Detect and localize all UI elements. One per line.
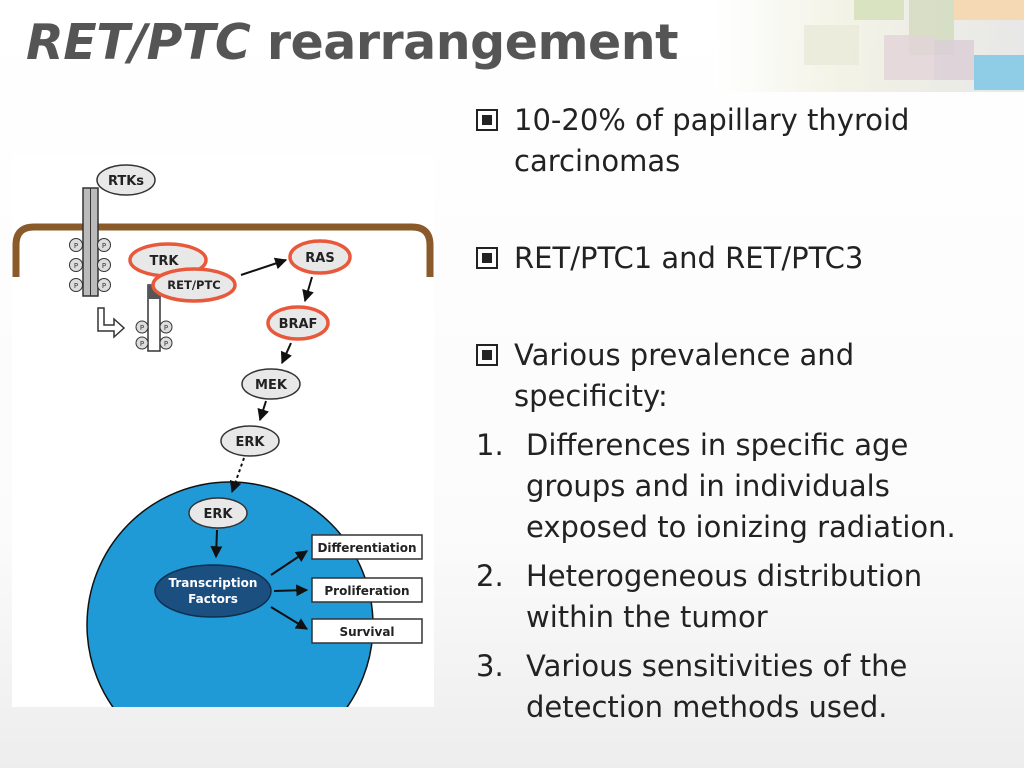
bullet-text: RET/PTC1 and RET/PTC3 [514, 241, 864, 275]
rtks-node [96, 164, 156, 196]
bullet-item: Various prevalence and specificity: [476, 335, 1006, 417]
erk-nucleus-node [188, 497, 248, 529]
numbered-item: 3. Various sensitivities of the detectio… [476, 646, 1006, 728]
title-rest: rearrangement [250, 14, 679, 71]
item-number: 2. [476, 559, 504, 593]
erk-cytoplasm-label: ERK [236, 435, 266, 450]
trk-label: TRK [150, 254, 180, 269]
survival-label: Survival [339, 625, 394, 639]
numbered-item: 1. Differences in specific age groups an… [476, 425, 1006, 548]
survival-box [311, 618, 423, 644]
numbered-list: 1. Differences in specific age groups an… [476, 425, 1006, 728]
mek-label: MEK [255, 378, 288, 393]
rtk-phospho-groups [69, 238, 111, 292]
bullet-text: Various prevalence and specificity: [514, 338, 855, 413]
braf-label: BRAF [279, 317, 318, 332]
item-number: 1. [476, 428, 504, 462]
phospho-label: P [74, 262, 78, 270]
phospho-label: P [74, 282, 78, 290]
header-decoration [694, 0, 1024, 92]
phospho-label: P [140, 340, 144, 348]
phospho-label: P [102, 262, 106, 270]
braf-node [266, 305, 330, 341]
retptc-node [151, 267, 237, 303]
rtks-label: RTKs [108, 174, 144, 189]
differentiation-label: Differentiation [317, 541, 416, 555]
pathway-diagram: P P P P P P RTKs P P P P TRK RET/PTC [12, 155, 434, 768]
phospho-label: P [164, 340, 168, 348]
title-gene: RET/PTC [26, 14, 251, 71]
ras-node [288, 239, 352, 275]
bullet-text: 10-20% of papillary thyroid carcinomas [514, 103, 910, 178]
square-bullet-icon [476, 109, 498, 131]
pathway-arrows [210, 257, 314, 630]
cell-membrane [12, 223, 434, 277]
transcription-factors-node [154, 564, 272, 618]
proliferation-label: Proliferation [324, 584, 409, 598]
erk-nucleus-label: ERK [204, 507, 234, 522]
phospho-label: P [140, 324, 144, 332]
item-number: 3. [476, 649, 504, 683]
item-text: Differences in specific age groups and i… [526, 428, 956, 544]
translocation-arrow-icon [97, 307, 126, 339]
bullet-item: 10-20% of papillary thyroid carcinomas [476, 100, 1006, 182]
phospho-label: P [102, 282, 106, 290]
differentiation-box [311, 534, 423, 560]
proliferation-box [311, 577, 423, 603]
phospho-label: P [164, 324, 168, 332]
numbered-item: 2. Heterogeneous distribution within the… [476, 556, 1006, 638]
ras-label: RAS [305, 251, 334, 266]
phospho-label: P [102, 242, 106, 250]
bullet-item: RET/PTC1 and RET/PTC3 [476, 238, 1006, 279]
phospho-label: P [74, 242, 78, 250]
tf-label-line2: Factors [188, 592, 238, 606]
mek-node [241, 368, 301, 400]
square-bullet-icon [476, 344, 498, 366]
square-bullet-icon [476, 247, 498, 269]
erk-cytoplasm-node [220, 425, 280, 457]
slide-title: RET/PTC rearrangement [26, 14, 679, 71]
item-text: Heterogeneous distribution within the tu… [526, 559, 923, 634]
retptc-label: RET/PTC [167, 278, 220, 292]
item-text: Various sensitivities of the detection m… [526, 649, 908, 724]
tf-label-line1: Transcription [169, 576, 258, 590]
pathway-svg: P P P P P P RTKs P P P P TRK RET/PTC [12, 164, 434, 768]
slide-content: 10-20% of papillary thyroid carcinomas R… [476, 100, 1006, 728]
